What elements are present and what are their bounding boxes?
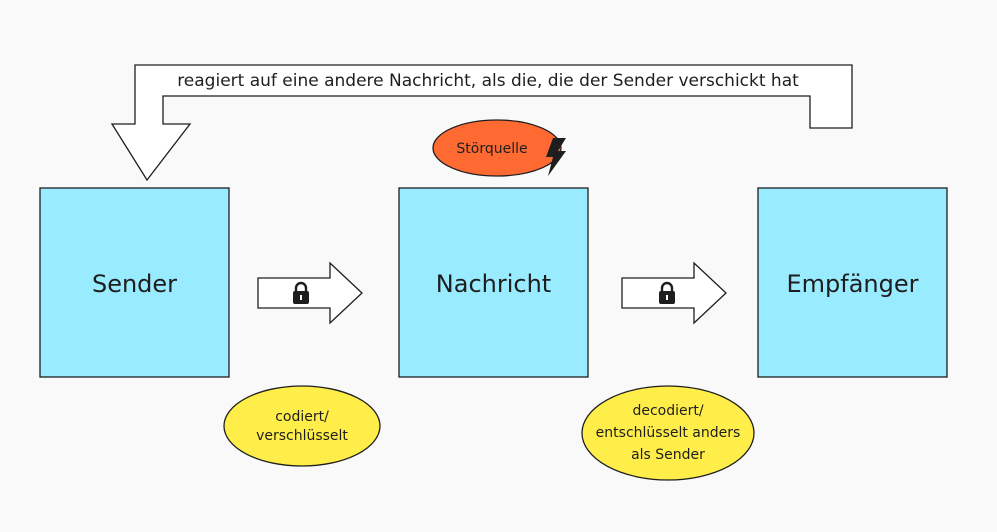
decode-bubble — [581, 385, 755, 481]
encode-bubble — [223, 385, 381, 467]
decode-label-line2: entschlüsselt anders — [596, 425, 741, 441]
noise-label: Störquelle — [456, 141, 527, 157]
message-box — [398, 187, 589, 378]
lock-icon — [659, 281, 675, 304]
sender-box — [39, 187, 230, 378]
receiver-label: Empfänger — [786, 270, 918, 298]
message-label: Nachricht — [436, 270, 551, 298]
decode-label-line1: decodiert/ — [632, 403, 703, 419]
encode-label-line2: verschlüsselt — [256, 428, 348, 444]
feedback-arrow — [110, 64, 853, 182]
receiver-box — [757, 187, 948, 378]
encode-label-line1: codiert/ — [275, 409, 329, 425]
feedback-label: reagiert auf eine andere Nachricht, als … — [177, 71, 799, 91]
noise-bubble — [432, 119, 562, 177]
lock-icon — [293, 281, 309, 304]
sender-label: Sender — [92, 270, 177, 298]
decode-label-line3: als Sender — [631, 447, 705, 463]
lightning-bolt-icon — [546, 138, 566, 176]
encode-arrow — [257, 261, 363, 325]
